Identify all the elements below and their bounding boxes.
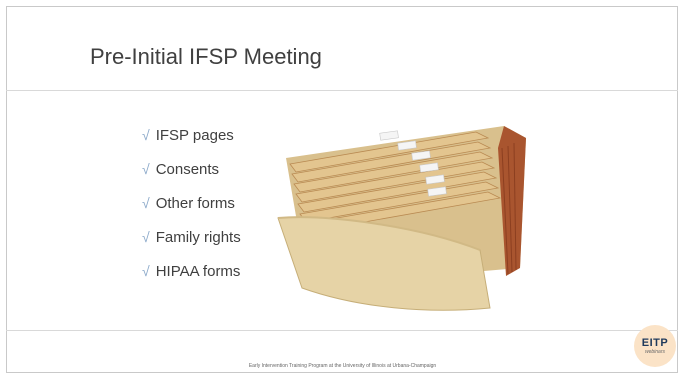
checkmark-icon: √ (142, 195, 150, 211)
list-item: √ IFSP pages (142, 118, 241, 152)
checkmark-icon: √ (142, 161, 150, 177)
list-item-label: Consents (155, 160, 220, 178)
list-item-label: Other forms (155, 194, 235, 212)
slide-frame (6, 6, 678, 373)
list-item: √ Family rights (142, 220, 241, 254)
checkmark-icon: √ (142, 127, 150, 143)
footer-text: Early Intervention Training Program at t… (248, 363, 437, 369)
title-divider (6, 90, 678, 91)
list-item-label: IFSP pages (155, 126, 234, 144)
expanding-file-folder-image (277, 126, 526, 311)
checkmark-icon: √ (142, 229, 150, 245)
slide-title: Pre-Initial IFSP Meeting (90, 44, 322, 69)
checklist: √ IFSP pages √ Consents √ Other forms √ … (142, 118, 241, 288)
list-item-label: HIPAA forms (155, 262, 241, 280)
list-item: √ HIPAA forms (142, 254, 241, 288)
eitp-logo: EITP webinars (634, 325, 676, 367)
list-item-label: Family rights (155, 228, 241, 246)
logo-main-text: EITP (641, 337, 669, 349)
checkmark-icon: √ (142, 263, 150, 279)
footer-divider (6, 330, 678, 331)
list-item: √ Other forms (142, 186, 241, 220)
list-item: √ Consents (142, 152, 241, 186)
logo-sub-text: webinars (644, 349, 665, 355)
